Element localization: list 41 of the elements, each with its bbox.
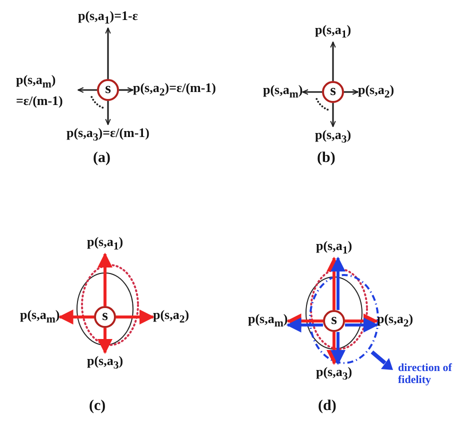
arrow bbox=[330, 332, 346, 365]
arrow bbox=[58, 310, 94, 324]
arrow bbox=[119, 87, 134, 93]
panel-label: (a) bbox=[93, 150, 110, 167]
arrow bbox=[78, 87, 97, 93]
panel-label: (b) bbox=[317, 150, 336, 167]
state-circle: s bbox=[97, 79, 119, 101]
arrow bbox=[98, 328, 112, 354]
arrow bbox=[345, 318, 378, 332]
arrow bbox=[116, 310, 154, 324]
probability-label: p(s,a$_{1}$)=1-ε bbox=[78, 8, 138, 28]
probability-label: p(s,a$_{3}$)=ε/(m-1) bbox=[66, 124, 150, 146]
state-circle: s bbox=[94, 306, 116, 328]
probability-label: p(s,a$_{m}$) bbox=[248, 310, 288, 332]
arrow bbox=[344, 89, 358, 95]
probability-label: p(s,a$_{2}$) bbox=[377, 310, 414, 332]
probability-label: p(s,a$_{3}$) bbox=[315, 126, 352, 148]
arrow bbox=[286, 318, 323, 332]
probability-label: p(s,a$_{m}$) =ε/(m-1) bbox=[16, 72, 78, 108]
probability-label: p(s,a$_{2}$)=ε/(m-1) bbox=[133, 80, 216, 100]
state-circle: s bbox=[322, 81, 344, 103]
probability-label: p(s,a$_{1}$) bbox=[315, 22, 352, 42]
arrow bbox=[330, 42, 336, 81]
panel-label: (c) bbox=[89, 398, 106, 415]
arrow bbox=[302, 89, 322, 95]
probability-label: p(s,a$_{3}$) bbox=[316, 364, 352, 384]
arrow bbox=[105, 101, 111, 125]
arrow bbox=[98, 252, 112, 306]
probability-label: p(s,a$_{2}$) bbox=[153, 306, 190, 328]
probability-label: p(s,a$_{1}$) bbox=[87, 234, 124, 254]
probability-label: p(s,a$_{1}$) bbox=[316, 238, 352, 258]
arrow bbox=[330, 256, 346, 310]
probability-label: p(s,a$_{m}$) bbox=[263, 82, 303, 102]
probability-label: p(s,a$_{m}$) bbox=[20, 306, 60, 328]
arrow bbox=[330, 103, 336, 127]
panel-label: (d) bbox=[318, 398, 336, 415]
probability-label: p(s,a$_{2}$) bbox=[358, 82, 394, 102]
arrow bbox=[105, 28, 111, 79]
annotation-text: direction of fidelity bbox=[398, 362, 453, 386]
state-circle: s bbox=[323, 310, 345, 332]
probability-label: p(s,a$_{3}$) bbox=[87, 352, 124, 374]
